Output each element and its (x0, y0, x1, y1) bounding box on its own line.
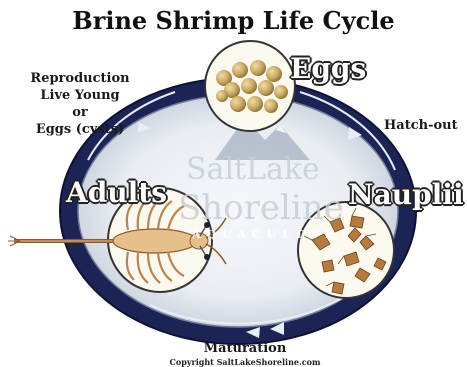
watermark-aquaculture: AQUACULTURE (192, 228, 354, 241)
nauplii-label: Nauplii (348, 178, 464, 211)
reproduction-line-2: Live Young (14, 87, 146, 104)
eggs-label: Eggs (290, 52, 366, 85)
reproduction-label: Reproduction Live Young or Eggs (cysts) (14, 70, 146, 138)
watermark-shoreline: Shoreline (178, 188, 344, 228)
reproduction-line-4: Eggs (cysts) (14, 121, 146, 138)
reproduction-line-1: Reproduction (14, 70, 146, 87)
diagram-title: Brine Shrimp Life Cycle (0, 6, 467, 35)
adults-label: Adults (66, 176, 167, 209)
hatch-out-label: Hatch-out (384, 118, 458, 133)
eggs-stage (205, 41, 295, 131)
shrimp-body (113, 229, 197, 253)
copyright-notice: Copyright SaltLakeShoreline.com (120, 357, 370, 367)
tail-fins (8, 236, 20, 246)
reproduction-line-3: or (14, 104, 146, 121)
watermark-saltlake: SaltLake (186, 152, 320, 187)
maturation-label: Maturation (190, 341, 300, 356)
